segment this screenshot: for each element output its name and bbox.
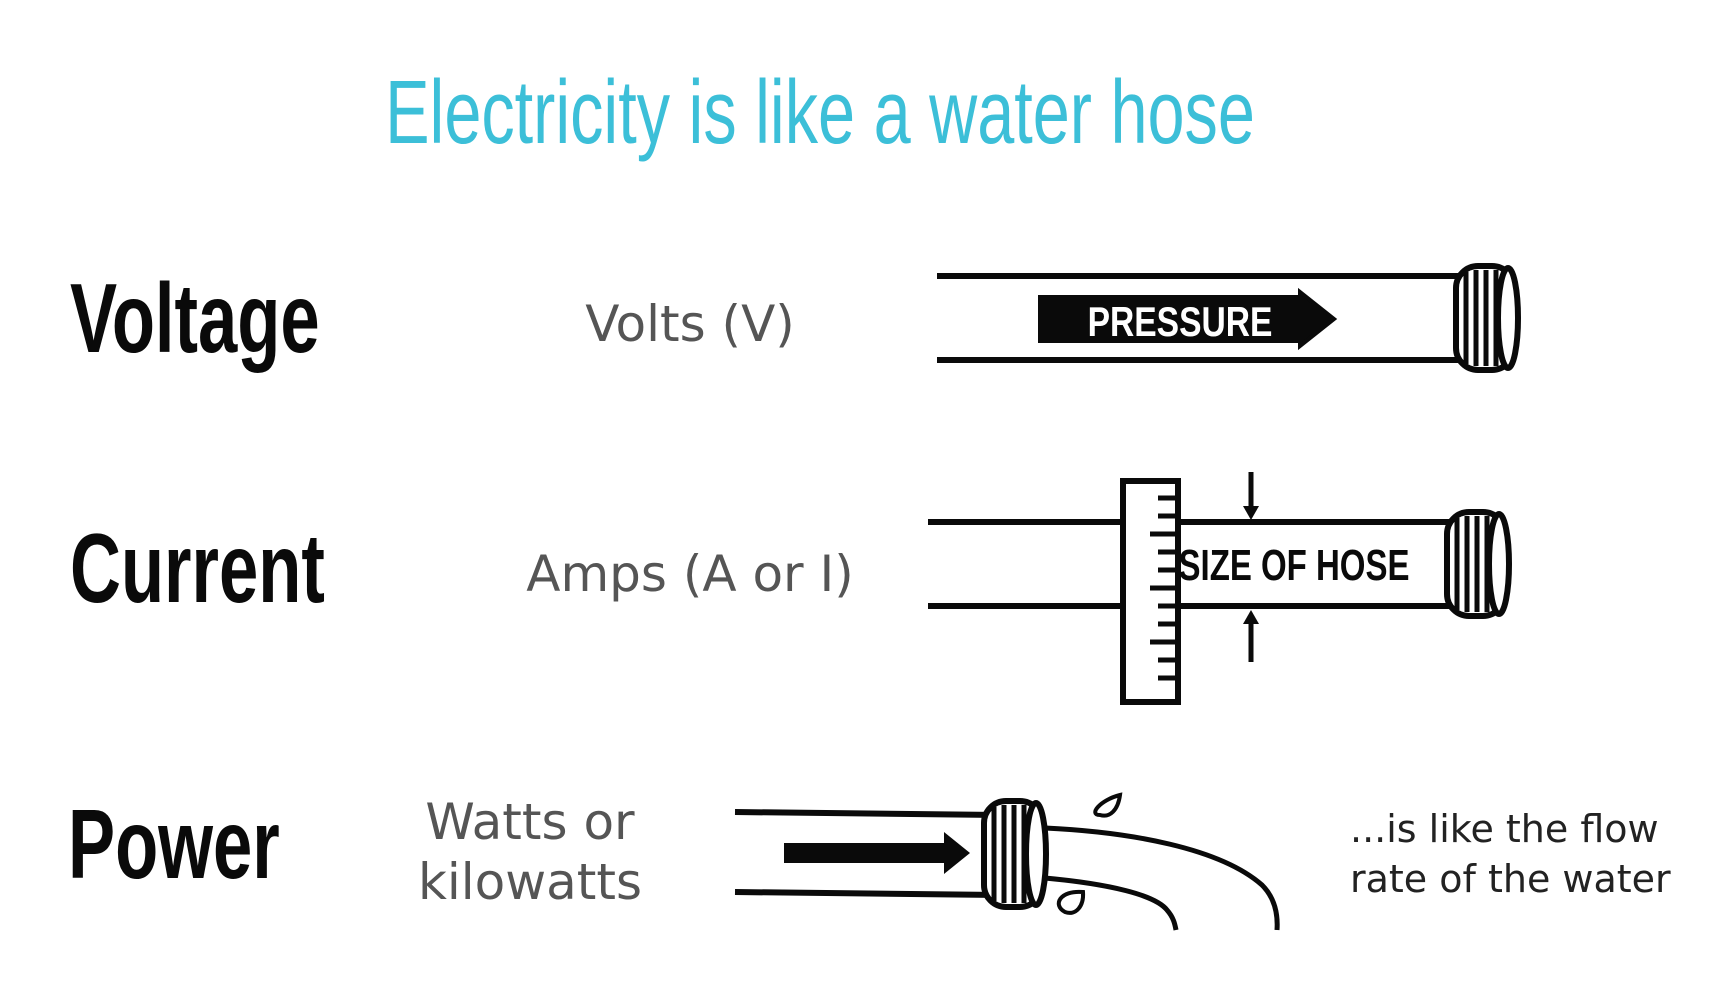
- unit-watts-line2: kilowatts: [417, 853, 643, 911]
- hose-coupling-icon: [981, 798, 1049, 910]
- flow-note-line2: rate of the water: [1350, 857, 1671, 901]
- arrow-up-icon: [1243, 610, 1259, 662]
- ruler-icon: [1120, 478, 1181, 705]
- page-title: Electricity is like a water hose: [385, 63, 1255, 163]
- power-hose-illustration: [734, 792, 1280, 931]
- unit-amps: Amps (A or I): [526, 545, 854, 603]
- water-drop-icon: [1056, 889, 1086, 915]
- unit-watts: Watts or kilowatts: [410, 792, 650, 912]
- current-hose-illustration: SIZE OF HOSE: [928, 472, 1512, 705]
- pressure-label: PRESSURE: [1088, 300, 1273, 346]
- pressure-arrow: [1038, 287, 1338, 351]
- unit-volts: Volts (V): [585, 295, 795, 353]
- unit-watts-line1: Watts or: [425, 793, 635, 851]
- hose-coupling-icon: [1444, 509, 1512, 619]
- term-power: Power: [68, 789, 280, 899]
- flow-note-line1: ...is like the flow: [1350, 807, 1659, 851]
- flow-arrow-icon: [784, 832, 970, 874]
- flow-note: ...is like the flow rate of the water: [1350, 804, 1690, 904]
- voltage-hose-illustration: PRESSURE: [937, 263, 1521, 373]
- hose-coupling-icon: [1453, 263, 1521, 373]
- arrow-down-icon: [1243, 472, 1259, 520]
- term-current: Current: [70, 513, 325, 623]
- size-of-hose-label: SIZE OF HOSE: [1179, 542, 1410, 591]
- term-voltage: Voltage: [70, 263, 320, 373]
- water-drop-icon: [1093, 792, 1123, 818]
